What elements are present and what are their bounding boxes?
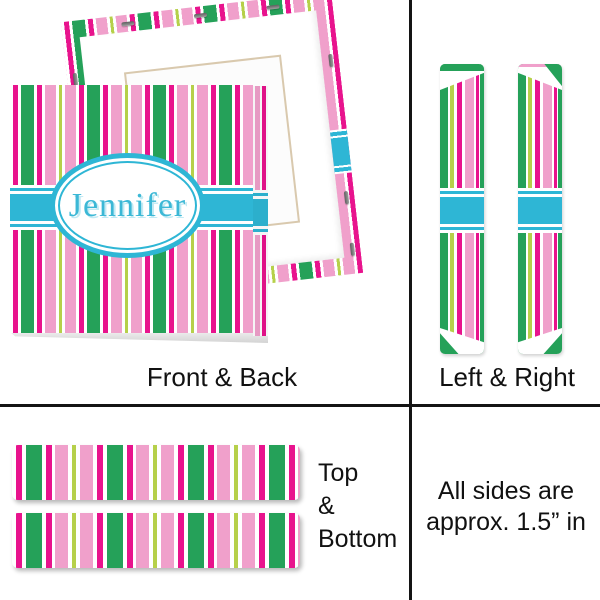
top-bottom-label: Top & Bottom <box>318 457 397 556</box>
size-note: All sides are approx. 1.5” in <box>426 476 586 538</box>
staple-icon <box>193 12 208 19</box>
staple-icon <box>328 53 334 68</box>
left-right-label: Left & Right <box>439 362 575 392</box>
name-plate-oval: Jennifer <box>50 153 205 258</box>
left-side-strip <box>440 64 484 354</box>
personalized-name: Jennifer <box>68 186 187 224</box>
fold-corner <box>440 328 484 354</box>
grid-divider-horizontal <box>0 404 600 407</box>
canvas-front-view: Jennifer <box>10 85 253 333</box>
size-note-line: approx. 1.5” in <box>426 508 586 536</box>
top-bottom-label-line: & <box>318 492 335 520</box>
top-bottom-label-line: Bottom <box>318 525 398 553</box>
bottom-strip <box>12 513 300 568</box>
canvas-right-face <box>253 86 268 336</box>
ribbon-wrap-segment <box>329 128 352 175</box>
fold-corner <box>440 64 484 90</box>
ribbon-band <box>518 188 562 233</box>
staple-icon <box>266 4 280 10</box>
fold-corner <box>518 328 562 354</box>
top-strip <box>12 445 300 500</box>
front-back-label: Front & Back <box>146 362 298 392</box>
staple-icon <box>121 20 135 27</box>
right-side-strip <box>518 64 562 354</box>
ribbon-band <box>440 188 484 233</box>
top-bottom-label-line: Top <box>318 459 359 487</box>
canvas-bottom-face <box>10 332 268 343</box>
staple-icon <box>343 190 350 205</box>
size-note-line: All sides are <box>437 477 575 505</box>
grid-divider-vertical <box>409 0 412 600</box>
ribbon-band <box>253 190 268 235</box>
fold-corner <box>518 64 562 90</box>
staple-icon <box>349 242 356 256</box>
